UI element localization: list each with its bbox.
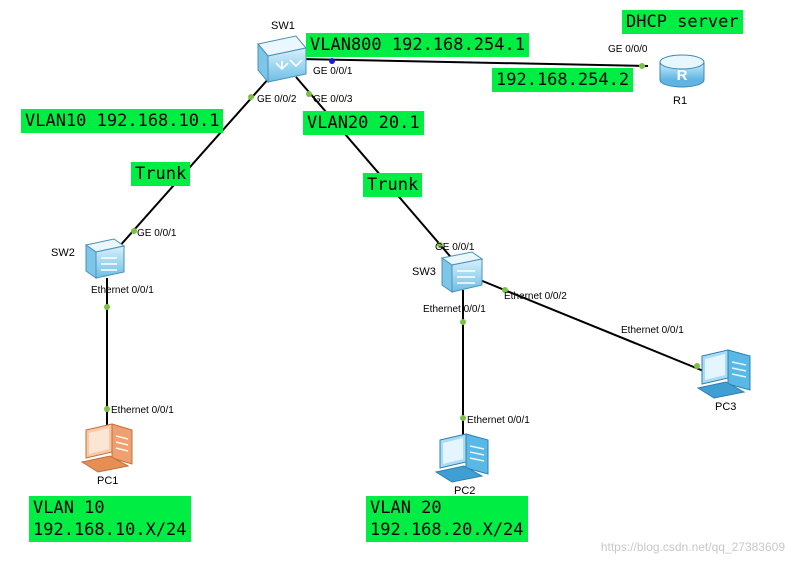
port-dot-sw2-e1	[104, 304, 110, 310]
device-label-r1: R1	[673, 95, 687, 107]
device-label-sw1: SW1	[271, 20, 295, 32]
port-label-sw2-e1: Ethernet 0/0/1	[91, 285, 154, 296]
device-label-pc1: PC1	[97, 475, 118, 487]
watermark-text: https://blog.csdn.net/qq_27383609	[600, 540, 785, 554]
vlan20-label: VLAN20 20.1	[303, 111, 424, 135]
pc1-vlan-text: VLAN 10	[33, 498, 105, 518]
port-label-pc3-e1: Ethernet 0/0/1	[621, 325, 684, 336]
port-label-sw3-e1: Ethernet 0/0/1	[423, 304, 486, 315]
port-dot-sw1-g3	[306, 91, 312, 97]
device-label-sw3: SW3	[412, 266, 436, 278]
port-label-sw3-e2: Ethernet 0/0/2	[504, 291, 567, 302]
pc-pc3-icon[interactable]	[696, 349, 751, 399]
vlan800-label: VLAN800 192.168.254.1	[306, 33, 529, 57]
port-label-sw1-g1: GE 0/0/1	[313, 66, 353, 77]
port-dot-sw2-g1	[131, 228, 137, 234]
port-label-sw1-g3: GE 0/0/3	[313, 94, 353, 105]
port-dot-sw3-e1	[460, 319, 466, 325]
port-dot-r1-g0	[639, 63, 645, 69]
switch-sw1-icon[interactable]	[257, 35, 307, 84]
port-label-sw1-g2: GE 0/0/2	[257, 94, 297, 105]
link-sw3-pc3	[479, 279, 707, 373]
router-r1-icon[interactable]: R	[659, 54, 705, 88]
pc2-subnet-label: VLAN 20 192.168.20.X/24	[366, 496, 528, 542]
trunk-right-label: Trunk	[363, 173, 423, 197]
pc2-vlan-text: VLAN 20	[370, 498, 442, 518]
switch-sw3-icon[interactable]	[440, 251, 484, 293]
port-label-sw3-g1: GE 0/0/1	[435, 242, 475, 253]
port-label-pc2-e1: Ethernet 0/0/1	[467, 415, 530, 426]
link-sw1-sw2	[117, 76, 271, 249]
link-sw1-sw3	[295, 76, 456, 263]
device-label-pc3: PC3	[715, 401, 736, 413]
pc-pc1-icon[interactable]	[80, 423, 133, 473]
port-dot-pc3-e1	[694, 363, 700, 369]
vlan10-label: VLAN10 192.168.10.1	[21, 109, 224, 133]
device-label-pc2: PC2	[454, 485, 475, 497]
port-dot-sw3-g1	[437, 242, 443, 248]
device-label-sw2: SW2	[51, 247, 75, 259]
port-label-sw2-g1: GE 0/0/1	[137, 228, 177, 239]
port-dot-sw1-g2	[248, 94, 254, 100]
port-label-pc1-e1: Ethernet 0/0/1	[111, 405, 174, 416]
link-sw1-r1	[299, 58, 649, 67]
dhcp-server-label: DHCP server	[622, 10, 743, 34]
port-dot-pc1-e1	[104, 406, 110, 412]
port-dot-sw3-e2	[502, 287, 508, 293]
switch-sw2-icon[interactable]	[84, 238, 126, 279]
pc1-net-text: 192.168.10.X/24	[33, 520, 187, 540]
pc1-subnet-label: VLAN 10 192.168.10.X/24	[29, 496, 191, 542]
port-dot-pc2-e1	[460, 415, 466, 421]
trunk-left-label: Trunk	[131, 162, 191, 186]
pc2-net-text: 192.168.20.X/24	[370, 520, 524, 540]
pc-pc2-icon[interactable]	[434, 433, 489, 483]
port-dot-sw1-g1	[329, 58, 335, 64]
router-glyph: R	[677, 67, 688, 84]
port-label-r1-g0: GE 0/0/0	[608, 44, 648, 55]
r1-ip-label: 192.168.254.2	[492, 68, 634, 92]
